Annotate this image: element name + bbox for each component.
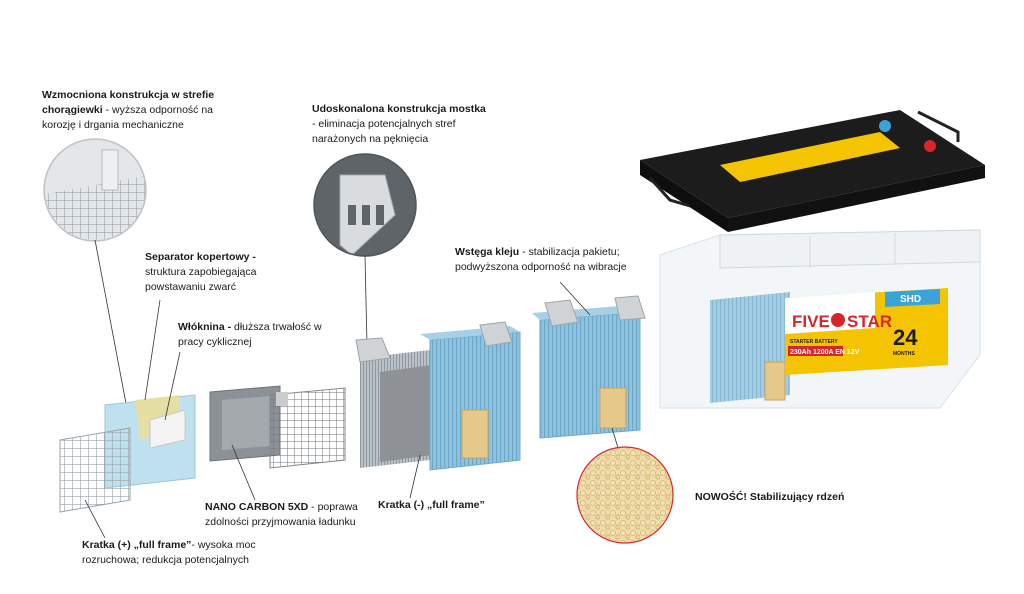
zoom-circle-bridge — [313, 153, 417, 257]
zoom-circle-core — [576, 446, 674, 544]
star-icon — [831, 313, 845, 327]
leader-separator — [144, 299, 161, 401]
terminal-positive-icon — [879, 120, 891, 132]
leader-grid-pos — [84, 499, 106, 539]
caption-fiber: Włóknina - dłuższa trwałość w pracy cykl… — [178, 321, 322, 349]
caption-glue: Wstęga kleju - stabilizacja pakietu; pod… — [455, 246, 627, 274]
leader-nano — [231, 444, 256, 501]
warranty-unit: MONTHS — [893, 351, 915, 357]
leader-bridge — [364, 255, 368, 346]
negative-plate-assembly — [209, 385, 346, 469]
spec-line: 230Ah 1200A EN 12V — [790, 349, 860, 356]
caption-grid-neg: Kratka (-) „full frame” — [378, 499, 485, 511]
type-line: STARTER BATTERY — [790, 339, 838, 345]
leader-glue — [559, 281, 591, 316]
caption-flag: Wzmocniona konstrukcja w strefie chorągi… — [42, 89, 215, 132]
brand-right: STAR — [847, 312, 892, 331]
terminal-negative-icon — [924, 140, 936, 152]
plate-stack-block — [355, 321, 521, 471]
brand-left: FIVE — [792, 312, 830, 331]
battery-label: FIVE STAR SHD 24 MONTHS STARTER BATTERY … — [785, 288, 948, 375]
leader-fiber — [164, 351, 181, 421]
leader-grid-neg — [409, 454, 421, 499]
caption-grid-pos: Kratka (+) „full frame”- wysoka moc rozr… — [82, 539, 256, 567]
warranty-number: 24 — [893, 325, 918, 350]
positive-grid-assembly — [59, 394, 196, 513]
leader-flag — [94, 239, 129, 415]
battery-lid — [640, 110, 985, 232]
caption-bridge: Udoskonalona konstrukcja mostka - elimin… — [312, 103, 486, 146]
caption-core: NOWOŚĆ! Stabilizujący rdzeń — [695, 491, 845, 503]
leader-core — [611, 427, 619, 449]
zoom-circle-flag — [43, 138, 147, 242]
caption-separator: Separator kopertowy - struktura zapobieg… — [145, 251, 257, 294]
model-badge: SHD — [900, 294, 921, 305]
caption-nano: NANO CARBON 5XD - poprawa zdolności przy… — [205, 501, 358, 529]
glued-pack — [532, 295, 646, 439]
